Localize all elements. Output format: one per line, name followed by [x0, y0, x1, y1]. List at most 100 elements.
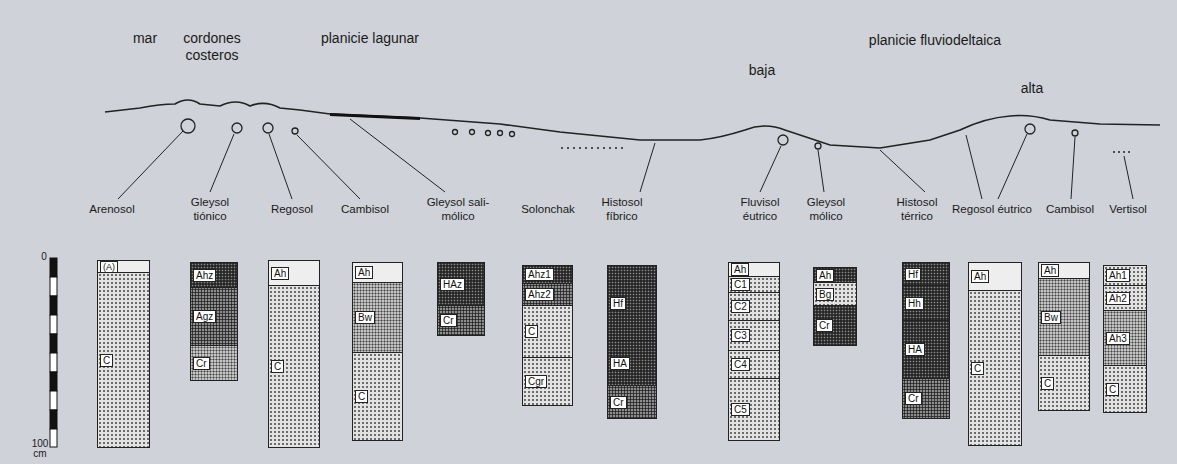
horizon-label: C1 [731, 278, 750, 291]
soil-name: Histosol fíbrico [591, 196, 653, 224]
horizon-label: Bg [816, 288, 834, 301]
soil-name: Arenosol [77, 203, 147, 217]
horizon-band: C [522, 305, 573, 358]
soil-name: Vertisol [1101, 203, 1155, 217]
horizon-band: Cr [902, 378, 950, 419]
horizon-band: C1 [728, 276, 780, 293]
horizon-band: C3 [728, 320, 780, 351]
soil-name: Regosol éutrico [947, 203, 1037, 217]
soil-name: Gleysol tiónico [180, 196, 240, 224]
horizon-label: Cr [816, 319, 833, 332]
horizon-label: C [525, 325, 538, 338]
horizon-band: C [97, 272, 150, 448]
horizon-band: Ahz [190, 262, 238, 288]
horizon-band: Ah [268, 260, 320, 286]
horizon-band: Ahz1 [522, 265, 573, 284]
horizon-band: Ah [352, 262, 403, 283]
region-label: mar [115, 30, 175, 47]
horizon-label: Ah [1041, 264, 1059, 277]
scale-value: 0 [37, 252, 51, 262]
horizon-label: C5 [731, 403, 750, 416]
horizon-label: Cr [610, 396, 627, 409]
horizon-label: Hf [905, 268, 921, 281]
horizon-band: HAz [437, 262, 485, 306]
horizon-label: C [271, 360, 284, 373]
horizon-label: HA [905, 343, 925, 356]
horizon-band: Ah [968, 262, 1022, 291]
soil-name: Cambisol [1038, 203, 1102, 217]
soil-name: Gleysol sali-mólico [422, 196, 494, 224]
horizon-label: Bw [355, 311, 375, 324]
soil-name: Regosol [260, 203, 324, 217]
horizon-label: Ah [355, 266, 373, 279]
horizon-band: C5 [728, 378, 780, 441]
horizon-label: Ahz1 [525, 268, 554, 281]
horizon-band: C2 [728, 292, 780, 321]
horizon-label: C [1041, 377, 1054, 390]
horizon-label: Ah1 [1106, 269, 1130, 282]
horizon-label: Ah [271, 267, 289, 280]
leader-lines [118, 119, 1133, 199]
horizon-band: Ah [813, 267, 857, 283]
horizon-band: Ah2 [1103, 285, 1147, 311]
horizon-label: C [100, 354, 113, 367]
horizon-label: Agz [193, 310, 216, 323]
horizon-label: C3 [731, 329, 750, 342]
soil-name: Cambisol [333, 203, 397, 217]
horizon-band: C [1038, 355, 1090, 411]
horizon-band: HA [902, 320, 950, 379]
profile-dots [561, 147, 1130, 153]
horizon-band: C [352, 352, 403, 441]
horizon-band: Agz [190, 287, 238, 346]
horizon-label: Ah [971, 270, 989, 283]
horizon-label: HAz [440, 278, 465, 291]
soil-name: Histosol térrico [886, 196, 948, 224]
horizon-label: C [355, 390, 368, 403]
horizon-label: Ah [731, 263, 749, 276]
horizon-label: (A) [100, 261, 118, 273]
horizon-label: C [971, 362, 984, 375]
horizon-label: Cr [905, 392, 922, 405]
horizon-label: Ah2 [1106, 292, 1130, 305]
scale-value: 100 cm [27, 439, 53, 459]
horizon-label: Hh [905, 297, 924, 310]
soil-name: Fluvisol éutrico [729, 196, 791, 224]
horizon-band: Cr [437, 305, 485, 336]
lagoon-water [330, 115, 420, 119]
horizon-band: Hh [902, 285, 950, 321]
horizon-band: Cr [190, 345, 238, 381]
horizon-label: C [1106, 383, 1119, 396]
region-label: cordones costeros [172, 30, 252, 64]
horizon-band: C [968, 290, 1022, 446]
scale-bar [50, 258, 57, 447]
region-label: planicie fluviodeltaica [835, 32, 1035, 49]
horizon-label: Cr [440, 314, 457, 327]
horizon-label: Cgr [525, 375, 547, 388]
horizon-band: HA [607, 340, 657, 386]
horizon-label: Bw [1041, 311, 1061, 324]
horizon-band: C [1103, 365, 1147, 413]
terrain-profile [105, 100, 1160, 148]
horizon-band: Cr [607, 385, 657, 419]
horizon-band: Cgr [522, 357, 573, 406]
horizon-label: Ahz [193, 269, 216, 282]
horizon-label: Ahz2 [525, 288, 554, 301]
horizon-label: Hf [610, 297, 626, 310]
horizon-label: Ah [816, 269, 834, 282]
horizon-band: Ah [728, 262, 780, 277]
horizon-band: Bw [1038, 278, 1090, 356]
horizon-band: Hf [902, 262, 950, 286]
horizon-band: Ah [1038, 262, 1090, 279]
region-label: planicie lagunar [290, 30, 450, 47]
horizon-band: Bw [352, 282, 403, 353]
horizon-label: Ah3 [1106, 332, 1130, 345]
soil-name: Solonchak [513, 203, 583, 217]
horizon-label: HA [610, 357, 630, 370]
horizon-band: C4 [728, 350, 780, 379]
horizon-band: Hf [607, 265, 657, 341]
horizon-band: C [268, 285, 320, 448]
profile-markers [181, 119, 1078, 149]
horizon-band: Ah3 [1103, 310, 1147, 366]
horizon-band: Bg [813, 282, 857, 306]
horizon-label: Cr [193, 357, 210, 370]
